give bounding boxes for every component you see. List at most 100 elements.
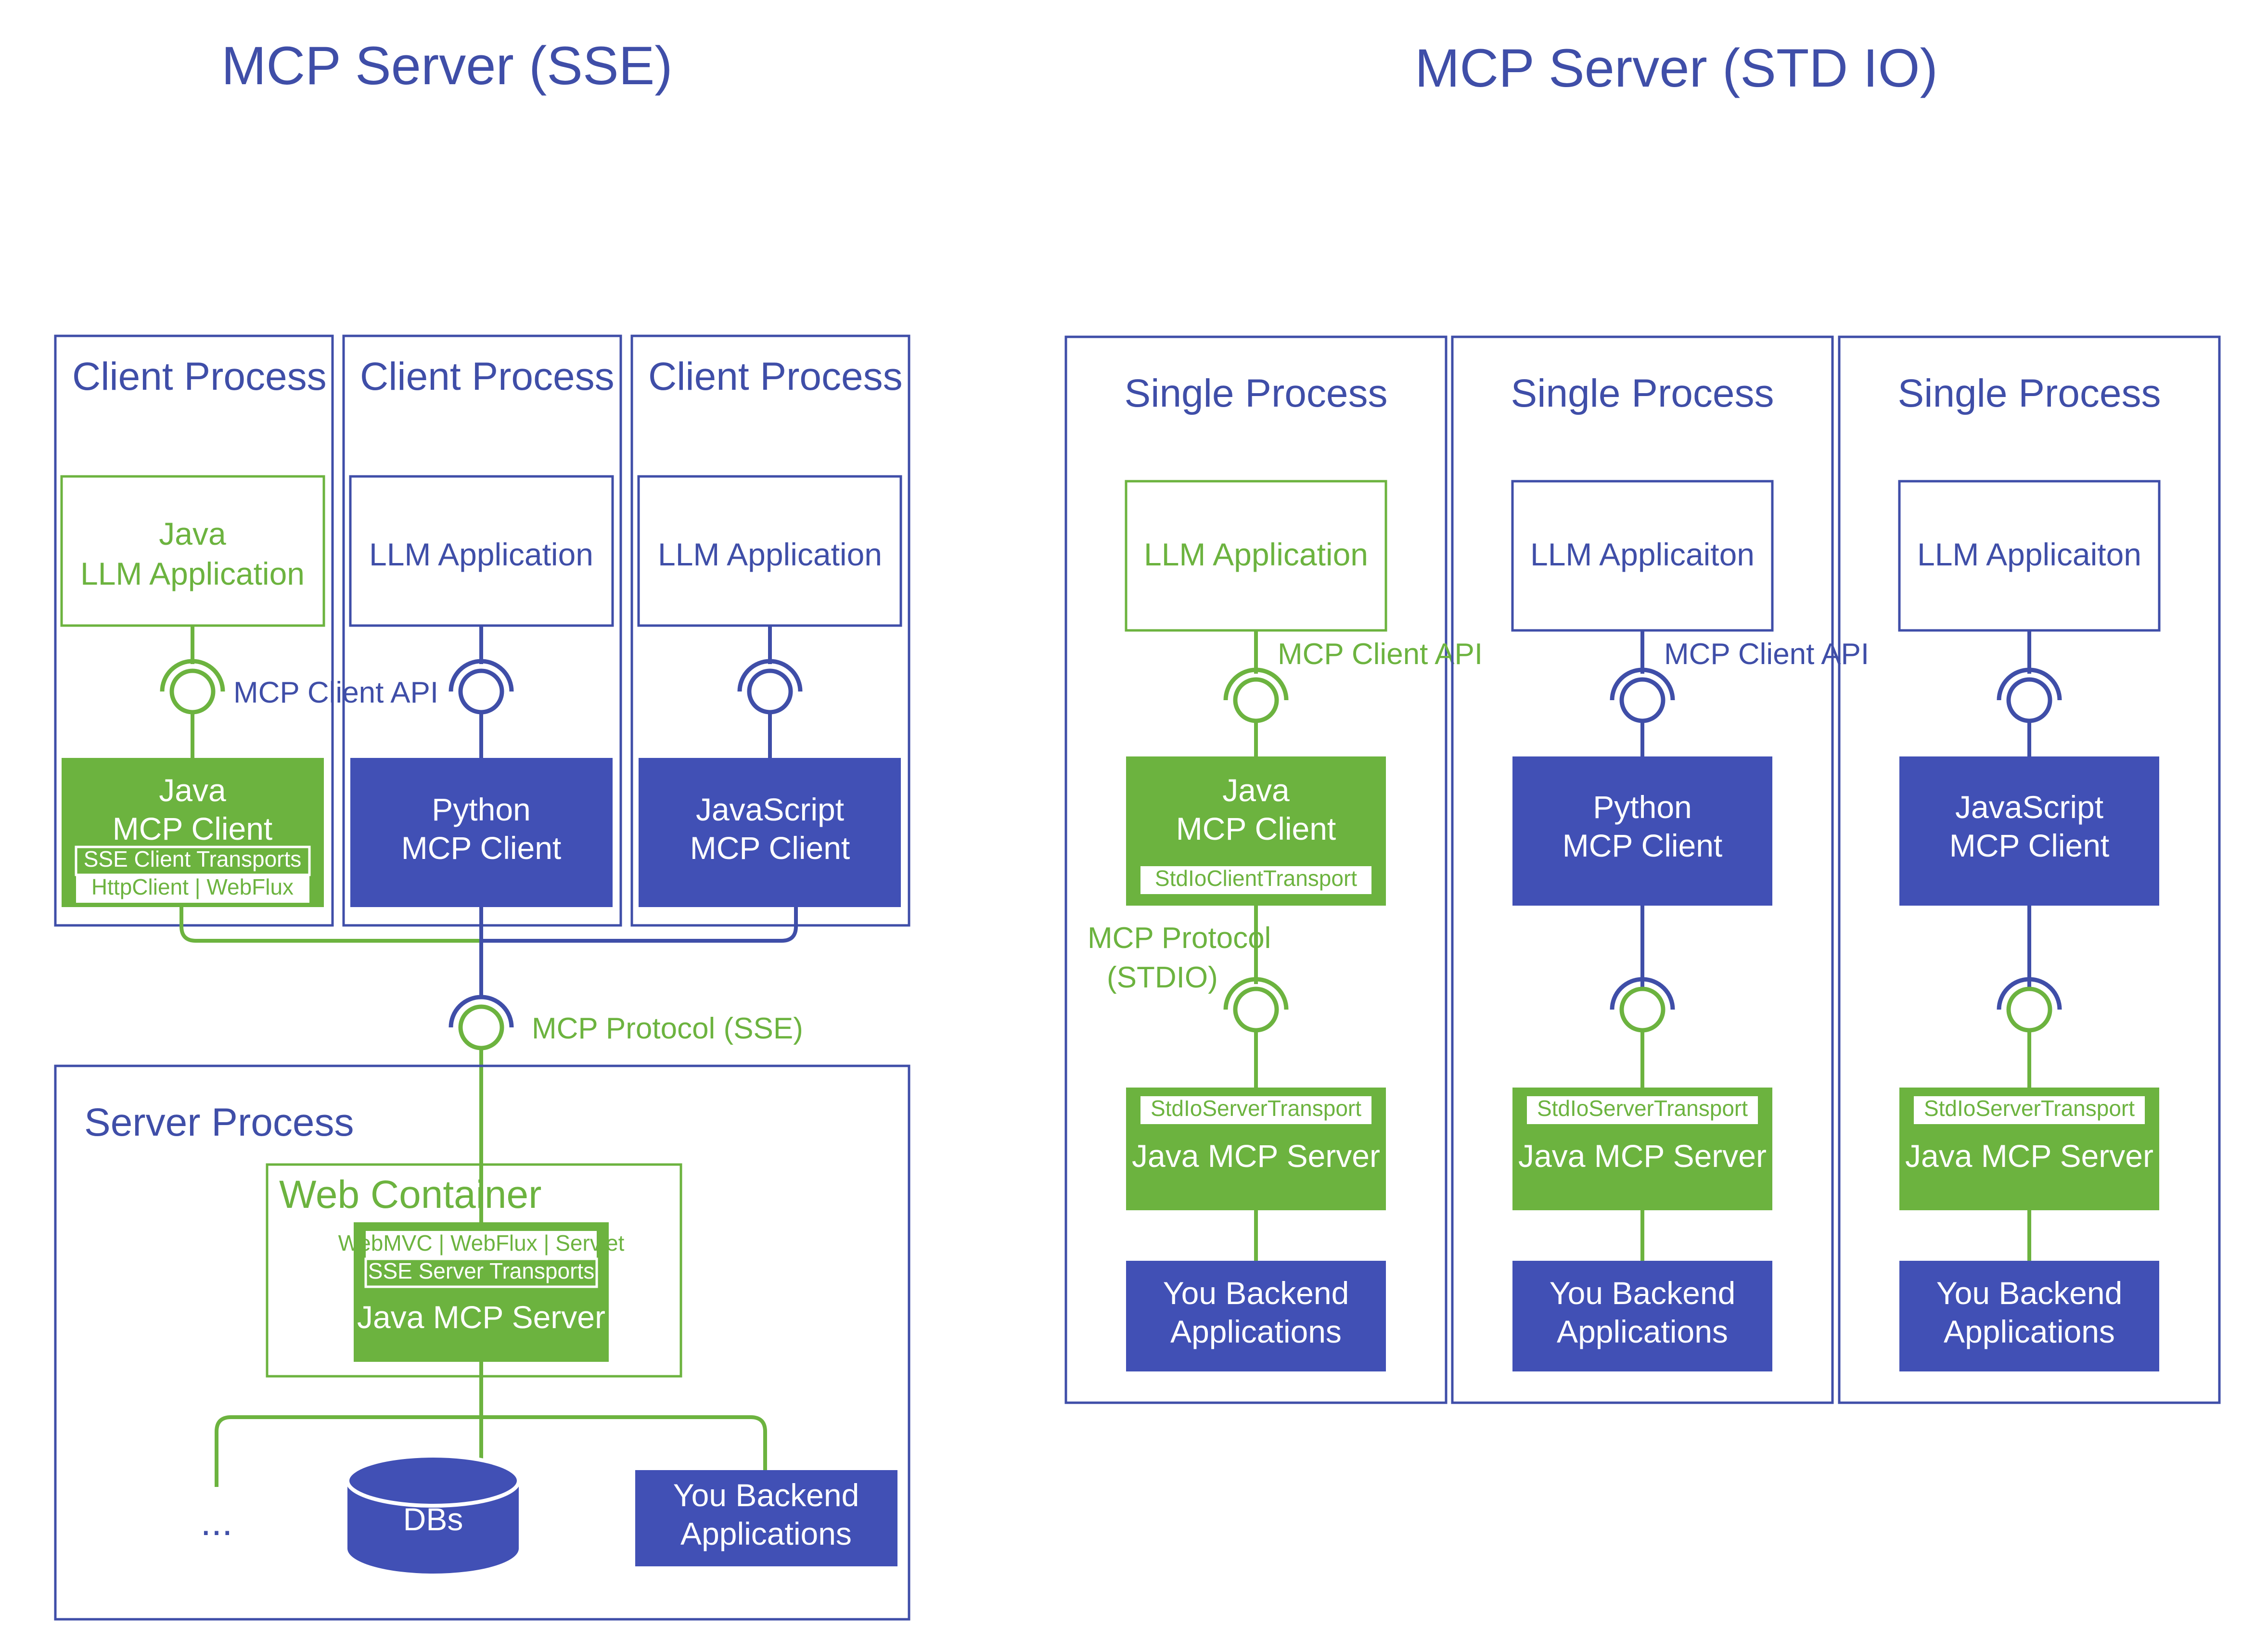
single-process-2-header: Single Process	[1511, 371, 1774, 415]
stdio-javascript-mcp-client-box[interactable]	[1899, 756, 2159, 906]
socket-arc-icon-1	[160, 659, 225, 692]
client-process-2[interactable]: Client Process LLM Application Python MC…	[342, 334, 622, 927]
python-mcp-client-line2: MCP Client	[401, 830, 562, 866]
stdio-java-server-label-3: Java MCP Server	[1905, 1138, 2153, 1174]
stdio-llm-app-label-1: LLM Application	[1144, 537, 1368, 572]
socket-arc-icon-r2	[1610, 667, 1675, 701]
stdio-llm-app-label-3: LLM Applicaiton	[1917, 537, 2141, 572]
client-process-1-header: Client Process	[72, 355, 327, 398]
single-process-1-header: Single Process	[1125, 371, 1388, 415]
single-process-3-frame	[1838, 335, 2221, 1404]
stdio-backend-line2-2: Applications	[1557, 1314, 1728, 1349]
dbs-label: DBs	[403, 1501, 463, 1537]
stdio-server-transport-label-3: StdIoServerTransport	[1924, 1096, 2135, 1121]
dbs-cylinder[interactable]: DBs	[346, 1454, 521, 1574]
client-process-1[interactable]: Client Process Java LLM Application MCP …	[54, 334, 438, 927]
stdio-client-transport-label: StdIoClientTransport	[1155, 866, 1357, 891]
socket-arc-icon-r1	[1223, 667, 1289, 701]
ball-joint-icon-r2b	[1619, 986, 1665, 1033]
single-process-1-frame	[1064, 335, 1448, 1404]
single-process-3-header: Single Process	[1898, 371, 2161, 415]
right-panel-title: MCP Server (STD IO)	[1415, 38, 1938, 98]
ellipsis-more-backends: ...	[201, 1500, 233, 1543]
bus-wire-java-client	[179, 907, 481, 943]
ball-joint-icon-r1b	[1233, 986, 1279, 1033]
mcp-protocol-sse-label: MCP Protocol (SSE)	[532, 1012, 803, 1045]
ball-joint-icon-r3	[2006, 677, 2052, 723]
ball-joint-icon-protocol-sse	[458, 1004, 504, 1050]
web-container-frame[interactable]	[266, 1163, 682, 1378]
client-process-3-header: Client Process	[648, 355, 903, 398]
server-process[interactable]: Server Process Web Container WebMVC | We…	[54, 1064, 910, 1621]
java-llm-app-line2: LLM Application	[80, 556, 305, 591]
ball-joint-icon-2	[458, 668, 504, 715]
javascript-llm-app-label: LLM Application	[658, 537, 882, 572]
ball-joint-icon-3	[747, 668, 793, 715]
wire-server-to-backend	[481, 1415, 767, 1470]
stdio-server-transport-bar-1	[1140, 1096, 1371, 1124]
server-process-frame	[54, 1064, 910, 1621]
socket-arc-icon-r3	[1997, 667, 2062, 701]
stdio-client-transport-bar	[1140, 866, 1371, 894]
python-llm-app-label: LLM Application	[369, 537, 593, 572]
stdio-backend-box-3[interactable]	[1899, 1261, 2159, 1371]
web-container-label: Web Container	[279, 1173, 541, 1217]
javascript-mcp-client-line1: JavaScript	[696, 792, 844, 827]
ball-joint-icon-r2	[1619, 677, 1665, 723]
stdio-server-transport-bar-2	[1527, 1096, 1758, 1124]
httpclient-webflux-bar	[76, 875, 309, 903]
left-backend-applications-box[interactable]	[635, 1470, 897, 1566]
stdio-backend-line2-1: Applications	[1170, 1314, 1342, 1349]
single-process-1[interactable]: Single Process LLM Application MCP Clien…	[1064, 335, 1483, 1404]
python-mcp-client-line1: Python	[432, 792, 530, 827]
stdio-backend-line1-3: You Backend	[1936, 1275, 2123, 1311]
stdio-java-client-line1: Java	[1222, 772, 1290, 808]
mcp-protocol-stdio-line2: (STDIO)	[1107, 961, 1218, 994]
ball-joint-icon-r1	[1233, 677, 1279, 723]
server-process-header: Server Process	[84, 1101, 354, 1144]
javascript-mcp-client-line2: MCP Client	[690, 830, 850, 866]
python-mcp-client-box[interactable]	[350, 758, 613, 907]
client-process-3[interactable]: Client Process LLM Application JavaScrip…	[630, 334, 910, 927]
stdio-javascript-client-line1: JavaScript	[1955, 789, 2103, 825]
ball-joint-icon-1	[169, 668, 216, 715]
stdio-llm-app-label-2: LLM Applicaiton	[1530, 537, 1755, 572]
sse-client-transports-label: SSE Client Transports	[84, 846, 302, 871]
socket-arc-icon-r2b	[1610, 977, 1675, 1010]
mcp-client-api-label-r1: MCP Client API	[1278, 638, 1483, 671]
stdio-java-server-label-2: Java MCP Server	[1518, 1138, 1767, 1174]
java-mcp-client-line2: MCP Client	[113, 811, 273, 846]
javascript-mcp-client-box[interactable]	[639, 758, 901, 907]
stdio-python-client-line1: Python	[1593, 789, 1691, 825]
client-process-1-frame	[54, 334, 334, 927]
stdio-backend-box-2[interactable]	[1512, 1261, 1772, 1371]
stdio-server-transport-label-2: StdIoServerTransport	[1537, 1096, 1748, 1121]
stdio-javascript-client-line2: MCP Client	[1949, 828, 2110, 863]
single-process-3[interactable]: Single Process LLM Applicaiton JavaScrip…	[1838, 335, 2221, 1404]
stdio-server-transport-label-1: StdIoServerTransport	[1151, 1096, 1361, 1121]
stdio-backend-box-1[interactable]	[1126, 1261, 1386, 1371]
left-panel-title: MCP Server (SSE)	[221, 36, 673, 96]
webmvc-webflux-servlet-bar	[366, 1231, 597, 1259]
client-process-3-frame	[630, 334, 910, 927]
stdio-java-client-line2: MCP Client	[1176, 811, 1336, 846]
socket-arc-icon-r3b	[1997, 977, 2062, 1010]
single-process-2-frame	[1451, 335, 1834, 1404]
left-backend-line1: You Backend	[673, 1477, 859, 1513]
mcp-client-api-label-r2: MCP Client API	[1664, 638, 1869, 671]
wire-server-to-ellipsis	[215, 1415, 481, 1487]
sse-server-transports-bar	[364, 1257, 598, 1288]
ball-joint-icon-r3b	[2006, 986, 2052, 1033]
mcp-client-api-label-left: MCP Client API	[233, 676, 438, 709]
socket-arc-icon-r1b	[1223, 977, 1289, 1010]
java-llm-app-line1: Java	[159, 516, 226, 551]
stdio-python-mcp-client-box[interactable]	[1512, 756, 1772, 906]
stdio-backend-line2-3: Applications	[1944, 1314, 2115, 1349]
socket-arc-icon-3	[737, 659, 803, 692]
single-process-2[interactable]: Single Process LLM Applicaiton MCP Clien…	[1451, 335, 1869, 1404]
stdio-backend-line1-2: You Backend	[1550, 1275, 1736, 1311]
socket-arc-icon-2	[448, 659, 514, 692]
webmvc-webflux-servlet-label: WebMVC | WebFlux | Servlet	[338, 1230, 625, 1255]
mcp-protocol-stdio-line1: MCP Protocol	[1088, 922, 1271, 955]
